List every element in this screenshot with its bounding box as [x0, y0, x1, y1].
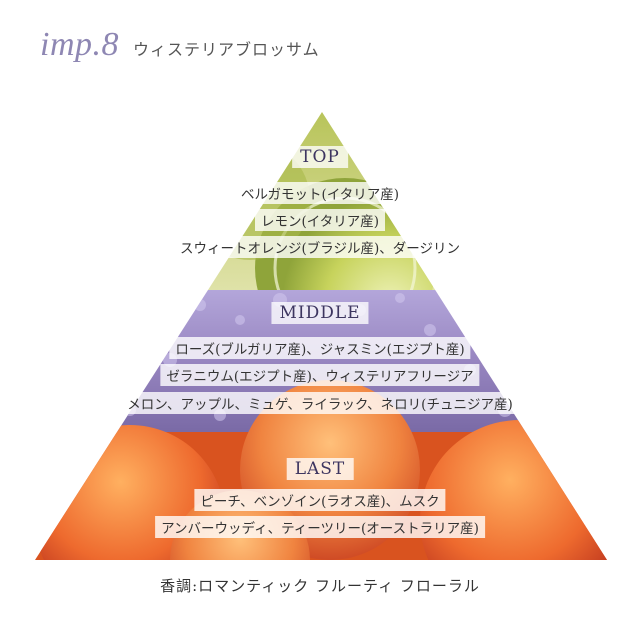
top-note-3: スウィートオレンジ(ブラジル産)、ダージリン — [174, 236, 466, 258]
middle-label: MIDDLE — [271, 302, 369, 324]
top-label: TOP — [292, 146, 348, 168]
last-note-2: アンバーウッディ、ティーツリー(オーストラリア産) — [155, 516, 485, 538]
middle-note-2: ゼラニウム(エジプト産)、ウィステリアフリージア — [160, 364, 480, 386]
product-name: ウィステリアブロッサム — [133, 40, 320, 59]
brand-name: imp.8 — [40, 26, 119, 63]
middle-note-1: ローズ(ブルガリア産)、ジャスミン(エジプト産) — [169, 337, 471, 359]
top-note-2: レモン(イタリア産) — [255, 209, 385, 231]
top-note-1: ベルガモット(イタリア産) — [234, 182, 406, 204]
last-note-1: ピーチ、ベンゾイン(ラオス産)、ムスク — [194, 489, 446, 511]
last-label: LAST — [286, 458, 354, 480]
scent-family: 香調:ロマンティック フルーティ フローラル — [160, 577, 480, 595]
header: imp.8 ウィステリアブロッサム — [40, 26, 320, 74]
middle-note-3: メロン、アップル、ミュゲ、ライラック、ネロリ(チュニジア産) — [121, 392, 519, 414]
